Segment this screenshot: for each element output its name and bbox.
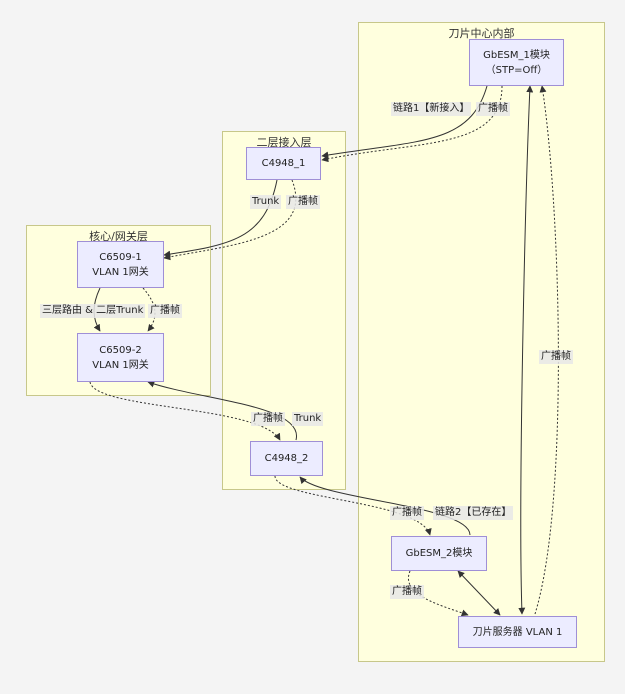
label-gbesm1-c4948-1-link: 链路1【新接入】 xyxy=(391,102,472,116)
node-c4948-1-line1: C4948_1 xyxy=(261,158,306,169)
node-c6509-2-line2: VLAN 1网关 xyxy=(92,359,149,371)
label-gbesm2-server-bcast: 广播帧 xyxy=(390,585,424,599)
edge-gbesm2-server-link xyxy=(457,570,501,616)
label-c4948-1-c6509-1-trunk: Trunk xyxy=(250,195,282,209)
edge-c4948-1-c6509-1-trunk xyxy=(163,179,278,258)
label-c4948-2-gbesm2-bcast: 广播帧 xyxy=(390,506,424,520)
label-c4948-2-gbesm2-link: 链路2【已存在】 xyxy=(433,506,514,520)
edge-gbesm1-c4948-1-link xyxy=(321,85,488,159)
cluster-access-layer-title: 二层接入层 xyxy=(256,136,312,149)
node-gbesm1[interactable]: GbESM_1模块 （STP=Off） xyxy=(469,39,564,86)
label-c6509-2-c4948-2-trunk: Trunk xyxy=(292,412,324,426)
node-gbesm2-line1: GbESM_2模块 xyxy=(405,548,473,559)
edge-gbesm1-c4948-1-bcast xyxy=(321,85,503,163)
cluster-core-layer-title: 核心/网关层 xyxy=(89,230,148,243)
edge-server-gbesm1-link xyxy=(518,85,534,615)
node-gbesm1-line1: GbESM_1模块 xyxy=(483,49,550,61)
node-c4948-2[interactable]: C4948_2 xyxy=(250,441,323,476)
node-gbesm2[interactable]: GbESM_2模块 xyxy=(391,536,487,571)
node-c6509-1-line2: VLAN 1网关 xyxy=(92,266,149,278)
node-c6509-1-line1: C6509-1 xyxy=(99,251,142,263)
edge-c4948-2-gbesm2-link xyxy=(299,476,471,536)
edge-c4948-1-c6509-1-bcast xyxy=(163,179,297,261)
label-c4948-1-c6509-1-bcast: 广播帧 xyxy=(286,195,320,209)
label-c6509-1-c6509-2-route: 三层路由 & 二层Trunk xyxy=(40,304,146,318)
node-c6509-2-line1: C6509-2 xyxy=(99,344,142,356)
label-c6509-1-c6509-2-bcast: 广播帧 xyxy=(148,304,182,318)
node-server[interactable]: 刀片服务器 VLAN 1 xyxy=(458,616,577,648)
edge-c6509-2-c4948-2-bcast xyxy=(89,381,281,441)
edge-c6509-1-c6509-2-bcast xyxy=(142,287,156,332)
label-server-gbesm1-bcast: 广播帧 xyxy=(539,350,573,364)
label-c6509-2-c4948-2-bcast: 广播帧 xyxy=(251,412,285,426)
edge-c6509-2-c4948-2-trunk xyxy=(147,380,297,441)
cluster-access-layer: 二层接入层 xyxy=(222,131,346,490)
node-c4948-2-line1: C4948_2 xyxy=(264,453,309,464)
node-c6509-2[interactable]: C6509-2 VLAN 1网关 xyxy=(77,333,164,382)
node-c6509-1[interactable]: C6509-1 VLAN 1网关 xyxy=(77,241,164,288)
cluster-blade-center-title: 刀片中心内部 xyxy=(448,27,515,40)
node-c4948-1[interactable]: C4948_1 xyxy=(246,147,321,180)
edge-c4948-2-gbesm2-bcast xyxy=(274,475,432,536)
node-server-line1: 刀片服务器 VLAN 1 xyxy=(472,626,563,638)
node-gbesm1-line2: （STP=Off） xyxy=(485,64,548,76)
label-gbesm1-c4948-1-bcast: 广播帧 xyxy=(476,102,510,116)
